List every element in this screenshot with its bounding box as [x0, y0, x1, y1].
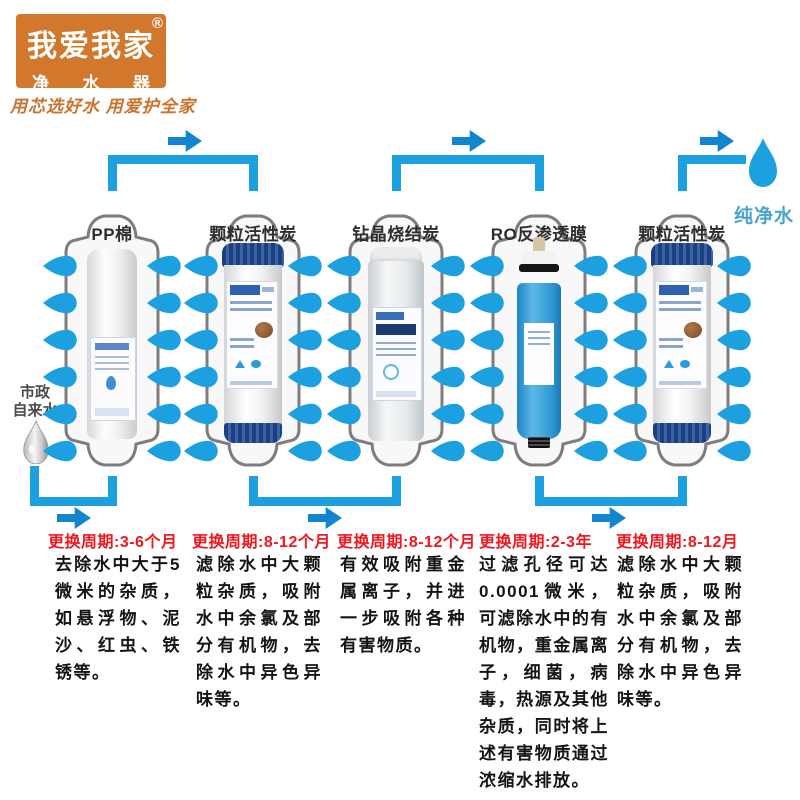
flow-pipe-top-2-right — [535, 155, 544, 191]
flow-arrow-icon — [168, 130, 202, 152]
cycle-label-3: 更换周期:8-12个月 — [337, 534, 476, 551]
water-drop-icons-left — [468, 253, 506, 464]
water-drop-icons-left — [182, 253, 220, 464]
brand-logo: 我爱我家 ® 净 水 器 — [16, 14, 166, 93]
filter-description-2: 滤除水中大颗粒杂质，吸附水中余氯及部分有机物，去除水中异色异味等。 — [196, 555, 322, 709]
flow-pipe-top-1-left — [108, 155, 117, 191]
outlet-label: 纯净水 — [734, 206, 795, 227]
flow-pipe-top-1-right — [249, 155, 258, 191]
flow-arrow-icon — [700, 130, 734, 152]
filter-station-5: 颗粒活性炭 — [613, 207, 751, 473]
brand-name: 我爱我家 — [27, 30, 155, 63]
water-drop-icons-left — [611, 253, 649, 464]
filter-description-3: 有效吸附重金属离子，并进一步吸附各种有害物质。 — [340, 555, 466, 655]
filter-station-3: 钻晶烧结炭 — [327, 207, 465, 473]
pure-water-drop-icon — [749, 138, 777, 187]
water-drop-icons-left — [41, 253, 79, 464]
cycle-label-5: 更换周期:8-12月 — [616, 534, 739, 551]
cycle-label-1: 更换周期:3-6个月 — [48, 534, 178, 551]
flow-pipe-bottom-3-left — [535, 476, 544, 506]
filter-station-2: 颗粒活性炭 — [184, 207, 322, 473]
filter-station-4: RO反渗透膜 — [470, 207, 608, 473]
flow-arrow-icon — [57, 507, 91, 529]
water-drop-icons-left — [325, 253, 363, 464]
filter-name: 钻晶烧结炭 — [352, 225, 440, 244]
filter-description-1: 去除水中大于5微米的杂质，如悬浮物、泥沙、红虫、铁锈等。 — [55, 555, 181, 682]
flow-pipe-top-3-left — [678, 155, 687, 191]
flow-pipe-bottom-3 — [535, 497, 687, 506]
water-drop-icons-right — [715, 253, 753, 464]
brand-sub-char: 水 — [82, 74, 100, 93]
filter-name: RO反渗透膜 — [490, 225, 588, 244]
flow-pipe-bottom-2 — [249, 497, 401, 506]
pp-cotton-cartridge — [87, 249, 137, 439]
tap-water-drop-icon — [23, 420, 49, 464]
flow-pipe-top-2-left — [392, 155, 401, 191]
flow-pipe-bottom-2-left — [249, 476, 258, 506]
brand-sub-char: 器 — [133, 74, 150, 93]
filter-description-5: 滤除水中大颗粒杂质，吸附水中余氯及部分有机物，去除水中异色异味等。 — [617, 555, 743, 709]
filter-name: 颗粒活性炭 — [638, 225, 726, 244]
granular-activated-carbon-cartridge — [651, 243, 713, 443]
brand-tagline: 用芯选好水 用爱护全家 — [10, 97, 196, 116]
flow-pipe-bottom-1-left — [30, 466, 39, 506]
flow-arrow-icon — [452, 130, 486, 152]
flow-pipe-bottom-1 — [30, 497, 117, 506]
water-drop-icons-right — [572, 253, 610, 464]
registered-mark-icon: ® — [151, 15, 163, 32]
filter-description-4: 过滤孔径可达0.0001微米，可滤除水中的有机物，重金属离子，细菌，病毒，热源及… — [479, 555, 609, 790]
cycle-label-4: 更换周期:2-3年 — [479, 534, 592, 551]
flow-arrow-icon — [308, 507, 342, 529]
water-drop-icons-right — [286, 253, 324, 464]
granular-activated-carbon-cartridge — [222, 243, 284, 443]
flow-pipe-bottom-1-right — [108, 476, 117, 506]
water-drop-icons-right — [429, 253, 467, 464]
brand-sub-char: 净 — [32, 74, 49, 93]
flow-arrow-icon — [592, 507, 626, 529]
flow-pipe-top-3 — [678, 155, 746, 164]
sintered-carbon-cartridge — [368, 247, 424, 441]
cycle-label-2: 更换周期:8-12个月 — [192, 534, 331, 551]
filter-station-1: PP棉 — [43, 207, 181, 473]
brand-subtitle: 净 水 器 — [16, 65, 166, 94]
flow-pipe-bottom-3-right — [678, 476, 687, 506]
inlet-label-line1: 市政 — [19, 384, 50, 401]
ro-membrane-cartridge — [517, 237, 561, 451]
flow-pipe-bottom-2-right — [392, 476, 401, 506]
flow-pipe-top-2 — [392, 155, 544, 164]
flow-pipe-top-1 — [108, 155, 258, 164]
filter-name: 颗粒活性炭 — [209, 225, 297, 244]
filter-name: PP棉 — [91, 225, 133, 244]
water-drop-icons-right — [145, 253, 183, 464]
